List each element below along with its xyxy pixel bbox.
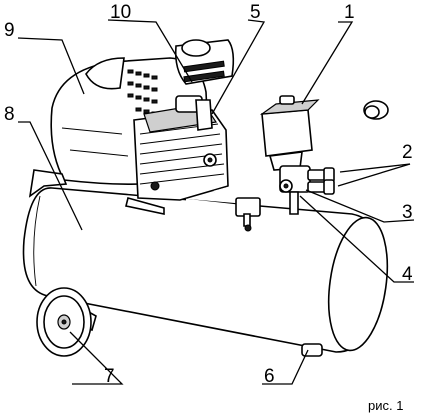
- compressor-head: [125, 95, 229, 215]
- receiver-tank: [22, 187, 389, 357]
- callout-2: 2: [402, 142, 413, 163]
- discharge-pipe: [185, 166, 287, 208]
- callout-8: 8: [4, 104, 15, 125]
- regulator-block: [279, 165, 311, 215]
- leader-lines: [17, 19, 415, 385]
- callout-7: 7: [104, 366, 115, 387]
- quick-couplers: [307, 167, 335, 195]
- callout-6: 6: [264, 366, 275, 387]
- pressure-switch: [259, 95, 320, 171]
- callout-5: 5: [250, 2, 261, 23]
- callout-10: 10: [110, 2, 131, 23]
- callout-4: 4: [402, 264, 413, 285]
- check-valve: [235, 197, 261, 232]
- foot-bracket: [28, 169, 68, 198]
- callout-9: 9: [4, 20, 15, 41]
- figure-caption: рис. 1: [368, 398, 403, 413]
- callout-1: 1: [344, 2, 355, 23]
- vent-slots: [127, 69, 158, 116]
- callout-3: 3: [402, 202, 413, 223]
- handle: [363, 100, 389, 215]
